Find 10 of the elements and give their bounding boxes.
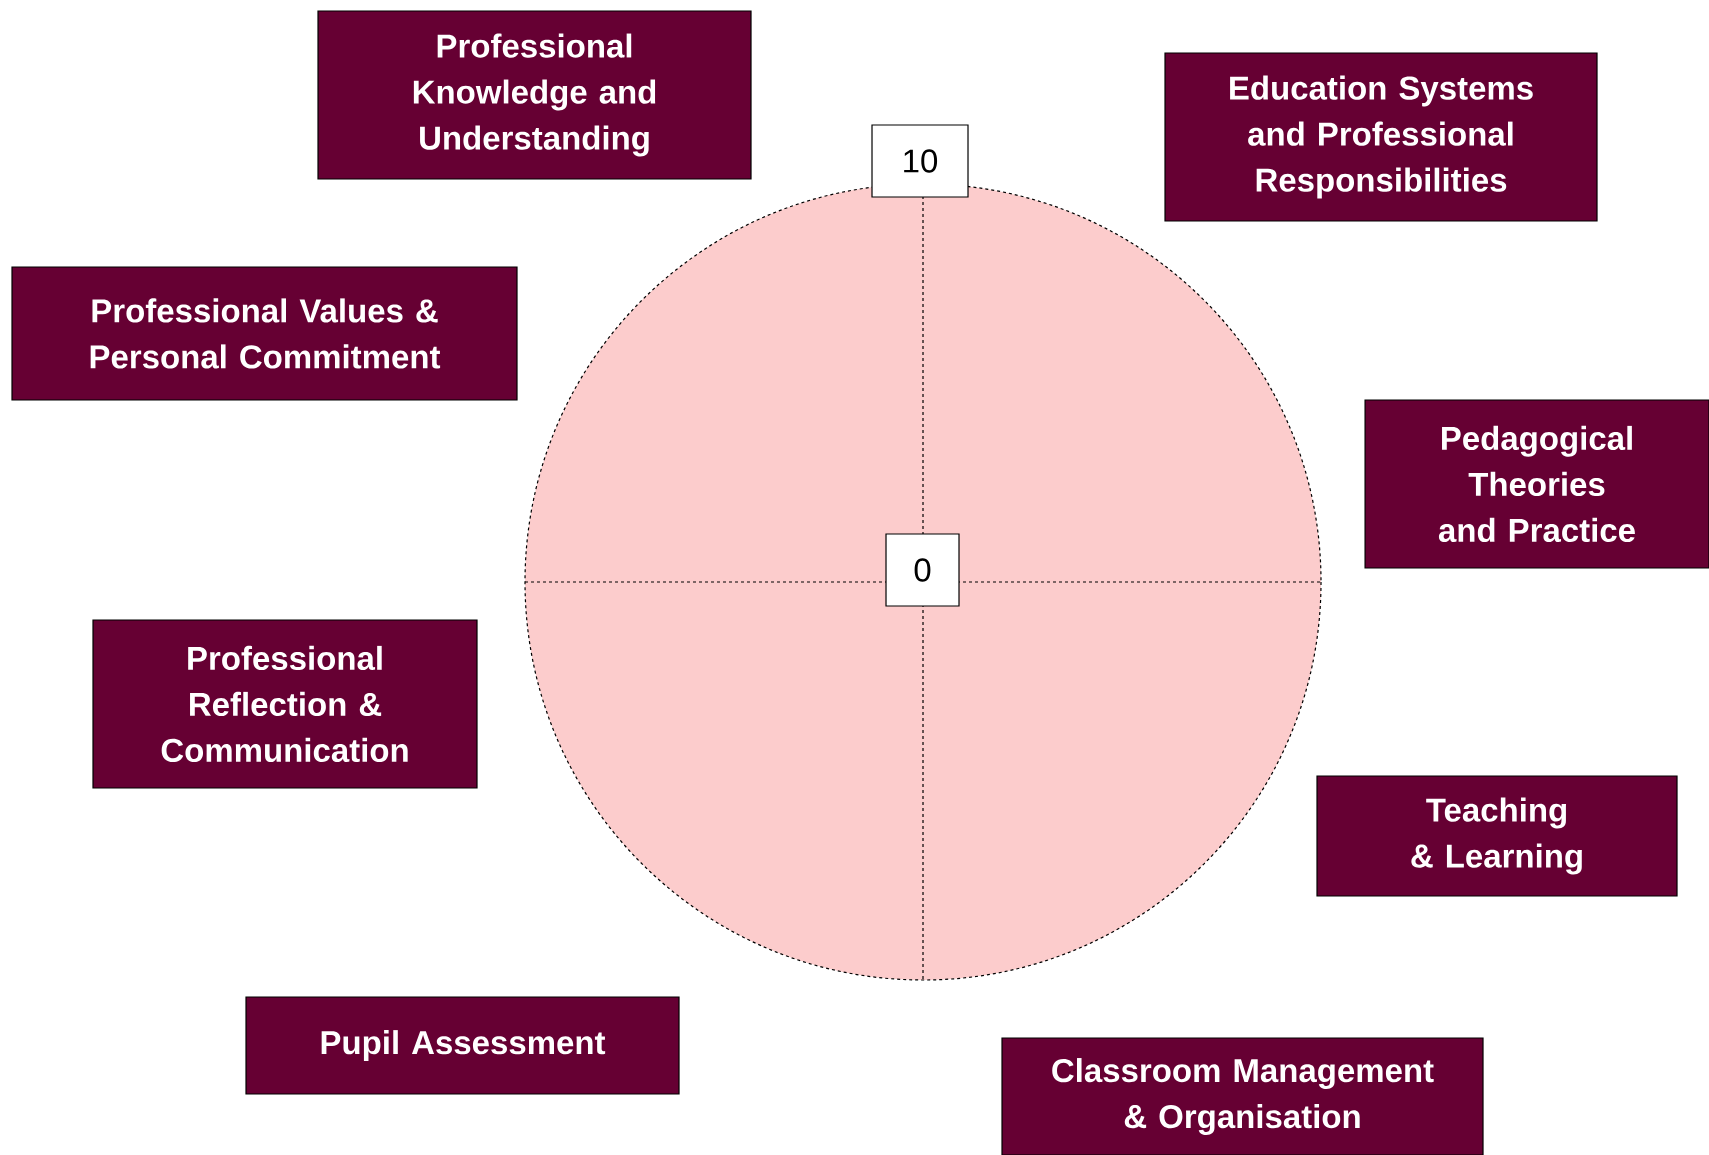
category-box: Professional Knowledge and Understanding	[317, 10, 752, 180]
category-box: Pupil Assessment	[245, 996, 680, 1095]
category-box: Classroom Management & Organisation	[1001, 1037, 1484, 1155]
category-box: Education Systems and Professional Responsibilities	[1164, 52, 1598, 222]
category-box: Professional Reflection & Communication	[92, 619, 478, 789]
category-box: Teaching & Learning	[1316, 775, 1678, 897]
scale-label: 10	[871, 124, 969, 198]
category-box: Professional Values & Personal Commitment	[11, 266, 518, 401]
category-box: Pedagogical Theories and Practice	[1364, 399, 1709, 569]
scale-label: 0	[885, 533, 960, 607]
